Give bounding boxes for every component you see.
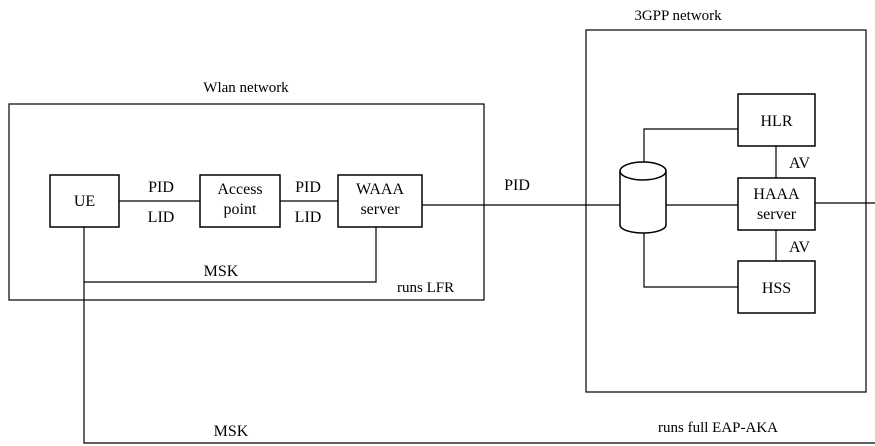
wlan-mode-label: runs LFR bbox=[397, 280, 454, 296]
waaa-server-label-line1: WAAA bbox=[356, 181, 404, 198]
access-point-label-line1: Access bbox=[217, 181, 262, 198]
cylinder-hlr-link bbox=[643, 128, 738, 162]
gpp-network-frame bbox=[585, 29, 867, 393]
gpp-mode-label: runs full EAP-AKA bbox=[658, 420, 778, 436]
haaa-server-label-line1: HAAA bbox=[753, 186, 800, 203]
wlan-network-frame bbox=[8, 103, 485, 301]
ue-ap-lid-label: LID bbox=[148, 209, 175, 226]
hlr-node bbox=[737, 93, 816, 147]
hlr-label: HLR bbox=[761, 113, 793, 130]
haaa-server-label-line2: server bbox=[757, 206, 797, 223]
av-top-label: AV bbox=[789, 155, 810, 172]
ap-waaa-pid-label: PID bbox=[295, 179, 321, 196]
ue-ap-pid-label: PID bbox=[148, 179, 174, 196]
gpp-network-title: 3GPP network bbox=[634, 8, 722, 24]
wlan-msk-path bbox=[83, 227, 377, 283]
wlan-network-title: Wlan network bbox=[203, 80, 289, 96]
access-point-label-line2: point bbox=[224, 201, 257, 218]
hss-label: HSS bbox=[762, 280, 791, 297]
waaa-server-node bbox=[337, 174, 423, 228]
bottom-msk-label: MSK bbox=[214, 423, 249, 440]
ue-label: UE bbox=[74, 193, 95, 210]
bottom-msk-path bbox=[83, 282, 875, 444]
ap-waaa-lid-label: LID bbox=[295, 209, 322, 226]
hss-node bbox=[737, 260, 816, 314]
cylinder-hss-link bbox=[643, 233, 738, 288]
wlan-msk-label: MSK bbox=[204, 263, 239, 280]
av-bottom-label: AV bbox=[789, 239, 810, 256]
inter-network-pid-label: PID bbox=[504, 177, 530, 194]
database-cylinder-icon bbox=[619, 161, 667, 234]
access-point-node bbox=[199, 174, 281, 228]
waaa-server-label-line2: server bbox=[360, 201, 400, 218]
